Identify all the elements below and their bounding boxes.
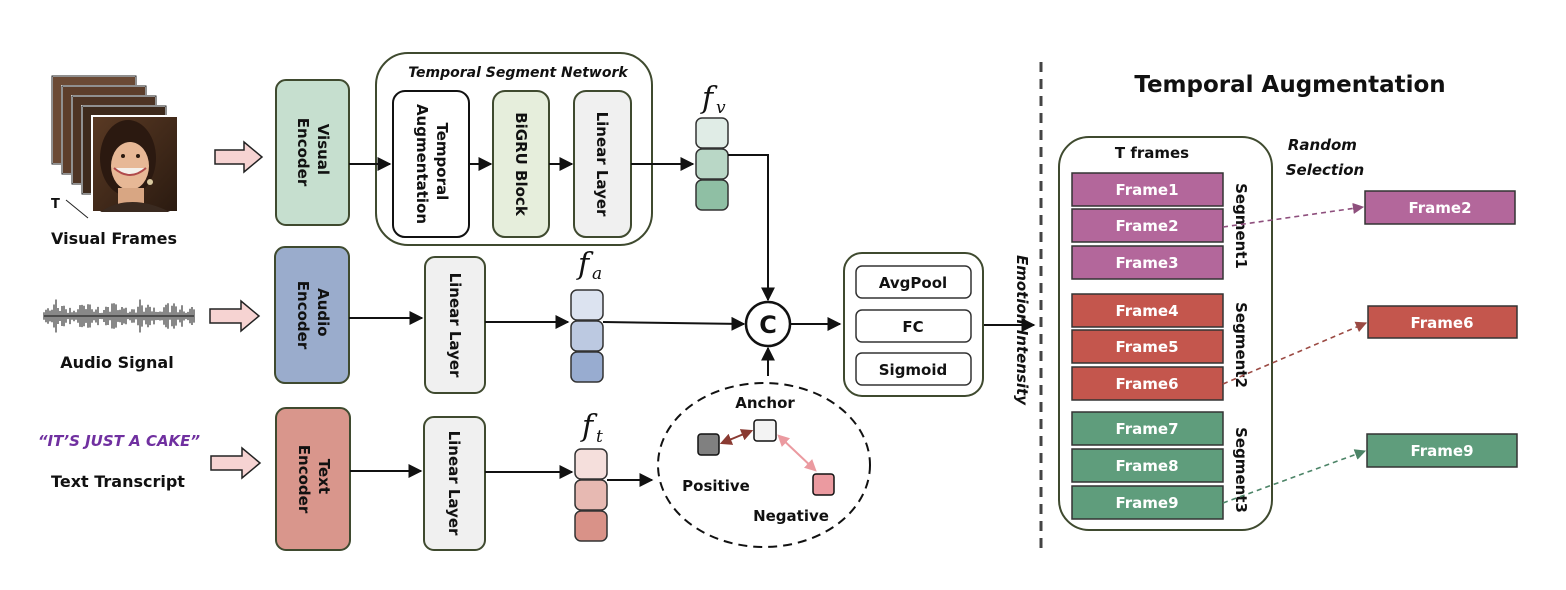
avgpool-block: [855, 265, 972, 299]
svg-text:Frame6: Frame6: [1410, 314, 1473, 332]
svg-text:t: t: [596, 427, 603, 447]
prediction-head: AvgPool FC Sigmoid: [843, 252, 984, 397]
audio-encoder: Audio Encoder: [274, 246, 350, 384]
random-selection-label: Random Selection: [1286, 136, 1364, 179]
segment-3: Frame7 Frame8 Frame9 Segment3: [1071, 411, 1250, 520]
flow-arrows: [349, 154, 1036, 487]
feature-ft: f t: [574, 409, 608, 542]
t-marker: T: [51, 197, 60, 212]
text-encoder: Text Encoder: [275, 407, 351, 551]
positive-node: [697, 433, 720, 456]
t-frames-label: T frames: [1115, 144, 1189, 162]
segment-label: Segment2: [1232, 302, 1250, 388]
frame-box: [1071, 293, 1224, 328]
frame-box: [1071, 329, 1224, 364]
feature-fv: f v: [695, 81, 729, 211]
visual-input-arrow: [214, 140, 264, 174]
svg-text:Visual Encoder: Visual Encoder: [294, 118, 332, 187]
contrastive-module: Anchor Positive Negative: [657, 382, 871, 548]
text-input-arrow: [210, 446, 262, 480]
feature-fa: f a: [570, 247, 604, 383]
frame-box: [1071, 208, 1224, 243]
frame-box: [1071, 245, 1224, 280]
emotion-intensity-label: Emotion Intensity: [1013, 255, 1031, 406]
negative-node: [812, 473, 835, 496]
svg-text:Audio Encoder: Audio Encoder: [294, 281, 332, 350]
svg-text:Frame1: Frame1: [1115, 181, 1178, 199]
transcript-quote: “IT’S JUST A CAKE”: [38, 432, 201, 450]
svg-text:Frame2: Frame2: [1115, 217, 1178, 235]
audio-signal-label: Audio Signal: [60, 353, 173, 372]
frame-box: [1071, 366, 1224, 401]
segment-label: Segment1: [1232, 183, 1250, 269]
visual-frames-stack: T: [51, 75, 179, 219]
svg-text:v: v: [716, 98, 726, 118]
sigmoid-block: [855, 352, 972, 386]
anchor-label: Anchor: [735, 394, 795, 412]
svg-text:Temporal Augmentation: Temporal Augmentation: [413, 104, 451, 224]
fc-block: [855, 309, 972, 343]
svg-text:Frame6: Frame6: [1115, 375, 1178, 393]
selected-frame: [1367, 305, 1518, 339]
visual-frames-label: Visual Frames: [51, 229, 177, 248]
augmentation-title: Temporal Augmentation: [1134, 72, 1445, 98]
visual-encoder: Visual Encoder: [275, 79, 350, 226]
svg-text:BiGRU Block: BiGRU Block: [512, 112, 530, 217]
tsn-linear-layer: Linear Layer: [573, 90, 632, 238]
svg-text:Linear Layer: Linear Layer: [446, 273, 464, 378]
negative-label: Negative: [753, 507, 829, 525]
svg-text:Text Encoder: Text Encoder: [295, 445, 333, 514]
svg-text:Frame9: Frame9: [1115, 494, 1178, 512]
selected-frame: [1366, 433, 1518, 468]
audio-waveform: [43, 299, 195, 333]
selection-arrow: [1222, 449, 1367, 504]
svg-text:C: C: [759, 311, 777, 339]
text-linear-layer: Linear Layer: [423, 416, 486, 551]
text-transcript-label: Text Transcript: [51, 472, 185, 491]
t-frames-container: [1058, 136, 1273, 531]
selected-frames: Frame2 Frame6 Frame9: [1364, 190, 1518, 468]
svg-text:a: a: [592, 264, 602, 284]
svg-text:Frame3: Frame3: [1115, 254, 1178, 272]
tsn-title: Temporal Segment Network: [408, 65, 629, 81]
selection-arrow: [1222, 321, 1368, 385]
svg-text:FC: FC: [902, 318, 923, 336]
svg-text:Frame7: Frame7: [1115, 420, 1178, 438]
svg-text:Frame9: Frame9: [1410, 442, 1473, 460]
audio-linear-layer: Linear Layer: [424, 256, 486, 394]
face-image: [91, 115, 179, 213]
segment-2: Frame4 Frame5 Frame6 Segment2: [1071, 293, 1250, 401]
segment-label: Segment3: [1232, 427, 1250, 513]
selection-arrow: [1222, 202, 1365, 228]
concat-node: C: [744, 300, 792, 348]
svg-text:Frame2: Frame2: [1408, 199, 1471, 217]
frame-box: [1071, 485, 1224, 520]
frame-box: [1071, 448, 1224, 483]
frame-box: [1071, 411, 1224, 446]
audio-input-arrow: [209, 299, 261, 333]
svg-text:Frame4: Frame4: [1115, 302, 1178, 320]
temporal-augmentation-block: Temporal Augmentation: [392, 90, 470, 238]
svg-text:AvgPool: AvgPool: [879, 274, 947, 292]
svg-text:Linear Layer: Linear Layer: [593, 112, 611, 217]
svg-text:Frame5: Frame5: [1115, 338, 1178, 356]
bigru-block: BiGRU Block: [492, 90, 550, 238]
svg-text:Sigmoid: Sigmoid: [879, 361, 948, 379]
svg-text:Frame8: Frame8: [1115, 457, 1178, 475]
svg-text:Linear Layer: Linear Layer: [445, 431, 463, 536]
temporal-segment-network: Temporal Segment Network Temporal Augmen…: [375, 52, 653, 246]
selected-frame: [1364, 190, 1516, 225]
segment-1: Frame1 Frame2 Frame3 Segment1: [1071, 172, 1250, 280]
anchor-node: [753, 419, 777, 442]
positive-label: Positive: [682, 477, 750, 495]
frame-box: [1071, 172, 1224, 207]
